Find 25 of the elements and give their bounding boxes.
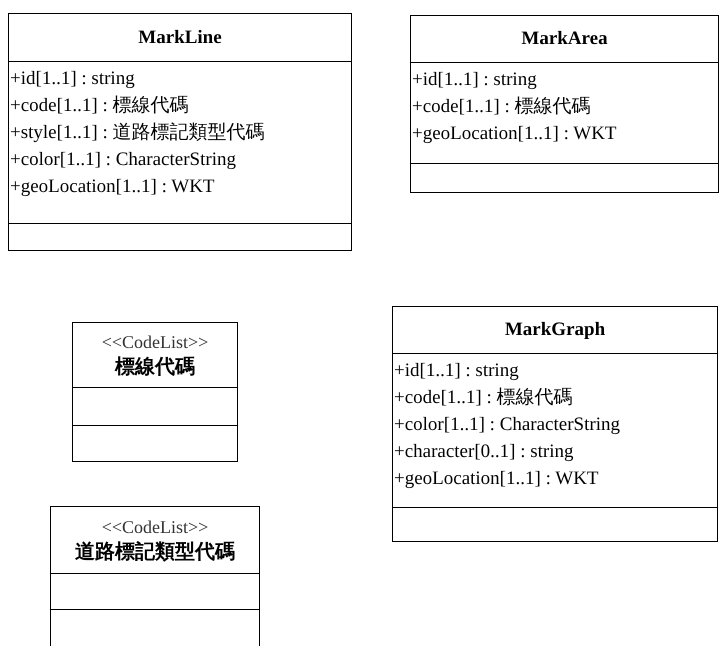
attribute-text: +code[1..1] : 標線代碼 (394, 386, 574, 410)
attribute-text: +code[1..1] : 標線代碼 (412, 95, 592, 119)
attribute-text: +id[1..1] : string (10, 67, 136, 91)
attribute-text: +geoLocation[1..1] : WKT (412, 122, 618, 146)
attribute-text: +geoLocation[1..1] : WKT (10, 175, 216, 199)
attribute-text: +character[0..1] : string (394, 440, 575, 464)
stereotype-label: <<CodeList>> (102, 331, 208, 353)
class-name: MarkGraph (504, 319, 606, 341)
attribute-text: +code[1..1] : 標線代碼 (10, 94, 190, 118)
attribute-text: +color[1..1] : CharacterString (394, 413, 621, 437)
stereotype-label: <<CodeList>> (102, 516, 208, 538)
class-box (50, 506, 260, 646)
attribute-text: +geoLocation[1..1] : WKT (394, 467, 600, 491)
class-name: MarkArea (521, 28, 608, 50)
class-box (72, 322, 238, 462)
class-name: 標線代碼 (115, 353, 195, 379)
attribute-text: +style[1..1] : 道路標記類型代碼 (10, 121, 266, 145)
attribute-text: +color[1..1] : CharacterString (10, 148, 237, 172)
attribute-text: +id[1..1] : string (412, 68, 538, 92)
class-box (410, 15, 719, 193)
class-box (8, 13, 352, 251)
class-box (392, 306, 718, 542)
attribute-text: +id[1..1] : string (394, 359, 520, 383)
class-name: 道路標記類型代碼 (75, 538, 235, 564)
class-name: MarkLine (138, 26, 222, 48)
